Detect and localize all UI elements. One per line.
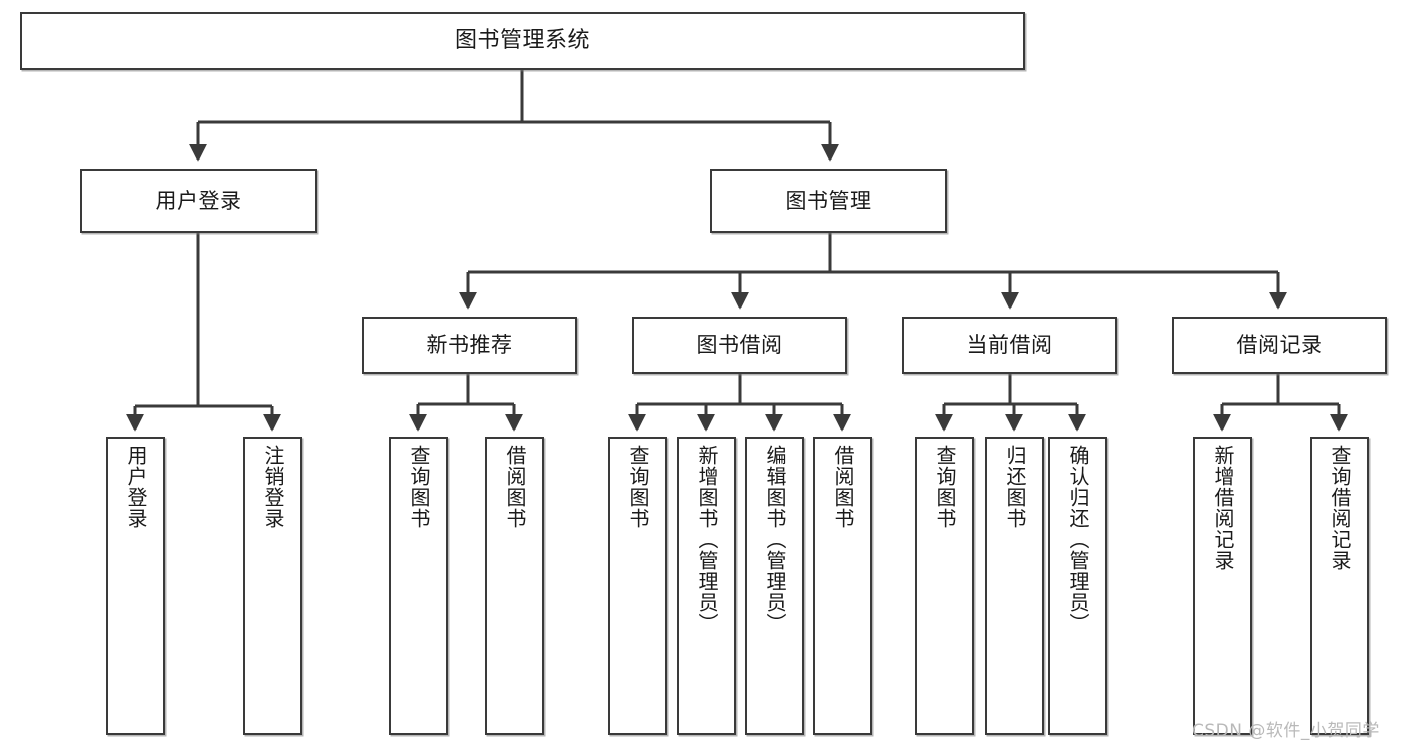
node-root-system[interactable]: 图书管理系统 — [20, 12, 1025, 70]
node-label: 图书管理系统 — [454, 28, 590, 54]
leaf-borrow-query-book[interactable]: 查询图书 — [608, 437, 667, 735]
node-label: 归还图书 — [1003, 445, 1027, 529]
node-label: 当前借阅 — [966, 333, 1053, 358]
node-label: 查询图书 — [626, 445, 650, 529]
leaf-recommend-borrow-book[interactable]: 借阅图书 — [485, 437, 544, 735]
node-label: 借阅记录 — [1236, 333, 1323, 358]
node-label: 图书借阅 — [696, 333, 783, 358]
node-label: 确认归还（管理员） — [1066, 445, 1090, 634]
node-label: 新增图书（管理员） — [695, 445, 719, 634]
node-label: 用户登录 — [124, 445, 148, 529]
node-label: 新书推荐 — [426, 333, 513, 358]
node-label: 编辑图书（管理员） — [763, 445, 787, 634]
leaf-borrow-edit-book-admin[interactable]: 编辑图书（管理员） — [745, 437, 804, 735]
leaf-current-confirm-return-admin[interactable]: 确认归还（管理员） — [1048, 437, 1107, 735]
node-new-book-recommend[interactable]: 新书推荐 — [362, 317, 577, 374]
node-label: 新增借阅记录 — [1211, 445, 1235, 571]
node-label: 图书管理 — [785, 188, 872, 213]
node-current-borrow[interactable]: 当前借阅 — [902, 317, 1117, 374]
leaf-user-login-login[interactable]: 用户登录 — [106, 437, 165, 735]
node-borrow-record[interactable]: 借阅记录 — [1172, 317, 1387, 374]
node-label: 查询图书 — [407, 445, 431, 529]
node-book-management[interactable]: 图书管理 — [710, 169, 947, 233]
node-label: 用户登录 — [155, 188, 242, 213]
node-user-login[interactable]: 用户登录 — [80, 169, 317, 233]
csdn-watermark: CSDN @软件_小贺同学 — [1192, 721, 1380, 741]
leaf-current-return-book[interactable]: 归还图书 — [985, 437, 1044, 735]
node-label: 借阅图书 — [503, 445, 527, 529]
node-label: 查询图书 — [933, 445, 957, 529]
leaf-user-login-logout[interactable]: 注销登录 — [243, 437, 302, 735]
node-label: 借阅图书 — [831, 445, 855, 529]
leaf-borrow-borrow-book[interactable]: 借阅图书 — [813, 437, 872, 735]
leaf-record-query-record[interactable]: 查询借阅记录 — [1310, 437, 1369, 735]
leaf-current-query-book[interactable]: 查询图书 — [915, 437, 974, 735]
leaf-recommend-query-book[interactable]: 查询图书 — [389, 437, 448, 735]
leaf-record-add-record[interactable]: 新增借阅记录 — [1193, 437, 1252, 735]
node-book-borrow[interactable]: 图书借阅 — [632, 317, 847, 374]
node-label: 查询借阅记录 — [1328, 445, 1352, 571]
node-label: 注销登录 — [261, 445, 285, 529]
leaf-borrow-add-book-admin[interactable]: 新增图书（管理员） — [677, 437, 736, 735]
